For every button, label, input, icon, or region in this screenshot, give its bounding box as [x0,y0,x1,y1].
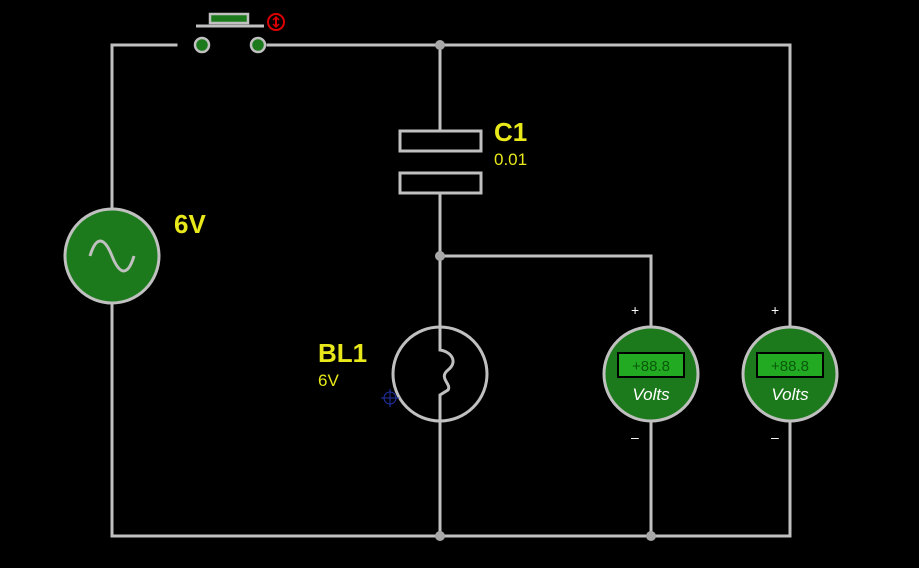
voltmeter-2[interactable]: +88.8 Volts + – [741,302,839,445]
voltmeter-unit: Volts [771,385,809,404]
junction-dot [435,40,445,50]
capacitor-value: 0.01 [494,150,527,169]
junctions [435,40,656,541]
ac-source[interactable]: 6V [63,207,206,305]
junction-dot [435,251,445,261]
voltmeter-display [756,352,824,378]
bulb[interactable]: BL1 6V [318,325,489,423]
junction-dot [435,531,445,541]
switch-cap[interactable] [208,12,250,25]
voltmeter-unit: Volts [632,385,670,404]
voltmeter-readout: +88.8 [632,358,670,375]
junction-dot [646,531,656,541]
bulb-filament-icon [438,326,455,422]
voltmeter-minus: – [771,429,779,445]
voltmeter-display [617,352,685,378]
bulb-name: BL1 [318,338,367,368]
capacitor-plate-bottom[interactable] [398,171,483,195]
warning-icon[interactable] [267,13,285,31]
crosshair-icon [381,389,399,407]
source-label: 6V [174,209,206,239]
voltmeter-plus: + [771,302,779,318]
bulb-value: 6V [318,371,339,390]
capacitor[interactable]: C1 0.01 [398,117,527,195]
switch-contact-right [249,36,267,54]
wires [110,43,792,538]
voltmeter-minus: – [631,429,639,445]
capacitor-name: C1 [494,117,527,147]
capacitor-plate-top[interactable] [398,129,483,153]
voltmeter-1[interactable]: +88.8 Volts + – [602,302,700,445]
switch-contact-left [193,36,211,54]
voltmeter-readout: +88.8 [771,358,809,375]
voltmeter-plus: + [631,302,639,318]
ac-sine-icon [88,239,136,273]
push-button-switch[interactable] [193,12,285,54]
